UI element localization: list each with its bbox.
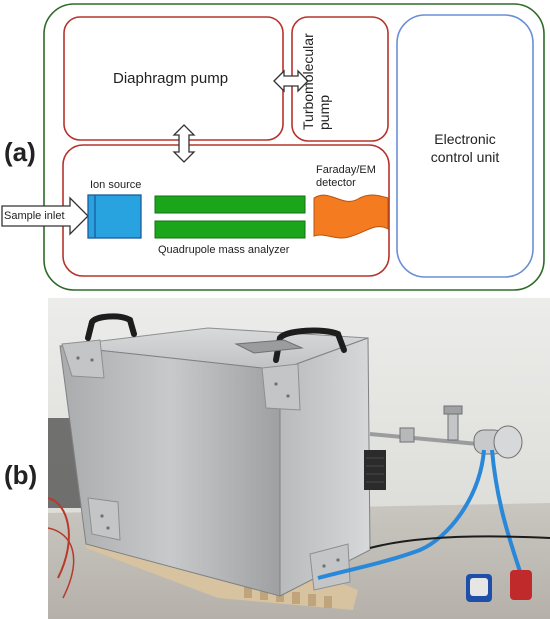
double-arrow-vertical-icon bbox=[172, 124, 196, 163]
blue-tubing bbox=[317, 449, 486, 580]
diaphragm-pump-label: Diaphragm pump bbox=[113, 70, 229, 87]
sample-inlet-assembly bbox=[369, 405, 523, 459]
instrument-photo bbox=[48, 298, 550, 619]
power-plug bbox=[466, 570, 532, 602]
quadrupole-rod-lower bbox=[154, 220, 306, 239]
electronic-control-unit-label: Electronic control unit bbox=[430, 131, 500, 165]
quadrupole-rod-upper bbox=[154, 195, 306, 214]
sample-inlet-arrow bbox=[1, 196, 89, 236]
schematic-diagram bbox=[1, 3, 545, 291]
ion-source-label: Ion source bbox=[90, 179, 142, 191]
cooling-fan bbox=[364, 450, 386, 490]
turbomolecular-pump-label: Turbomolecular pump bbox=[300, 33, 332, 130]
panel-b-label: (b) bbox=[4, 460, 38, 490]
instrument-outer-frame bbox=[43, 3, 545, 291]
electronic-control-unit-box bbox=[396, 14, 534, 278]
right-handle bbox=[273, 327, 347, 363]
detector-label: Faraday/EM detector bbox=[316, 164, 376, 189]
detector-shape bbox=[313, 194, 389, 239]
left-handle bbox=[85, 313, 137, 341]
panel-a-label: (a) bbox=[4, 137, 36, 167]
ion-source-block bbox=[87, 194, 142, 239]
double-arrow-horizontal-icon bbox=[273, 69, 309, 93]
quadrupole-label: Quadrupole mass analyzer bbox=[158, 244, 290, 256]
sample-inlet-label: Sample inlet bbox=[4, 210, 65, 222]
instrument-case bbox=[59, 313, 386, 597]
